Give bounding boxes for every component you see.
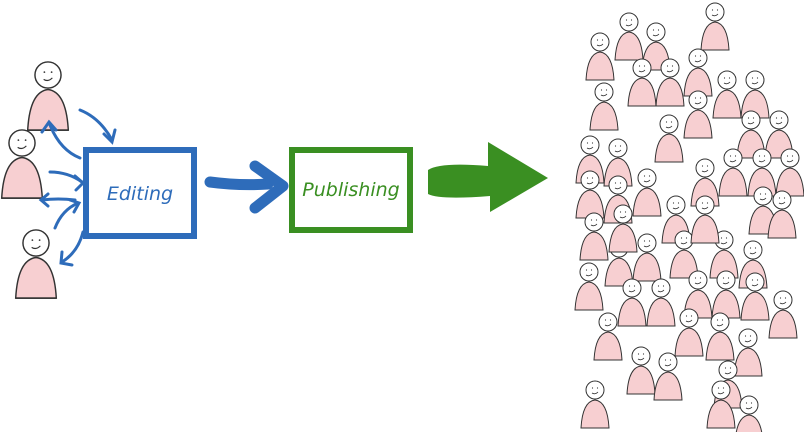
- person-icon: [690, 195, 720, 244]
- editing-label: Editing: [107, 183, 173, 205]
- arrowhead: [40, 119, 58, 134]
- arrow-to-person-1: [48, 123, 82, 160]
- person-icon: [632, 233, 662, 282]
- person-icon: [574, 262, 604, 311]
- person-icon: [740, 70, 770, 119]
- person-icon: [593, 312, 623, 361]
- arrow-to-person-3: [60, 230, 85, 264]
- person-icon: [646, 278, 676, 327]
- person-icon: [674, 308, 704, 357]
- arrowhead: [59, 250, 74, 267]
- person-icon: [608, 204, 638, 253]
- person-icon: [768, 290, 798, 339]
- person-icon: [669, 230, 699, 279]
- person-icon: [580, 380, 610, 429]
- person-icon: [654, 114, 684, 163]
- person-icon: [617, 278, 647, 327]
- person-icon: [653, 352, 683, 401]
- person-icon: [655, 58, 685, 107]
- person-icon: [740, 272, 770, 321]
- person-icon: [0, 129, 44, 199]
- person-icon: [735, 395, 763, 432]
- editor-group: [0, 61, 70, 299]
- person-icon: [585, 32, 615, 81]
- audience-crowd: [574, 2, 804, 432]
- person-icon: [632, 168, 662, 217]
- person-icon: [767, 190, 797, 239]
- arrowhead: [68, 198, 82, 214]
- arrowhead: [102, 128, 117, 145]
- person-icon: [614, 12, 644, 61]
- person-icon: [26, 61, 70, 131]
- person-icon: [706, 380, 736, 429]
- editing-to-publishing-arrow: [204, 160, 289, 214]
- arrow-to-editing-1: [78, 108, 114, 142]
- person-icon: [683, 48, 713, 97]
- person-icon: [626, 346, 656, 395]
- person-icon: [775, 148, 804, 197]
- publishing-box: [289, 147, 413, 233]
- editing-box: [83, 147, 197, 239]
- arrow-to-editing-3: [53, 201, 80, 230]
- person-icon: [733, 328, 763, 377]
- person-icon: [709, 230, 739, 279]
- person-icon: [683, 90, 713, 139]
- feedback-arrows: [38, 108, 117, 267]
- arrowhead: [73, 174, 86, 192]
- distribution-arrow: [428, 142, 548, 212]
- publishing-label: Publishing: [302, 179, 399, 201]
- person-icon: [589, 82, 619, 131]
- arrowhead: [38, 192, 50, 208]
- person-icon: [705, 312, 735, 361]
- person-icon: [712, 70, 742, 119]
- person-icon: [627, 58, 657, 107]
- person-icon: [700, 2, 730, 51]
- person-icon: [718, 148, 748, 197]
- person-icon: [14, 229, 58, 299]
- person-icon: [579, 212, 609, 261]
